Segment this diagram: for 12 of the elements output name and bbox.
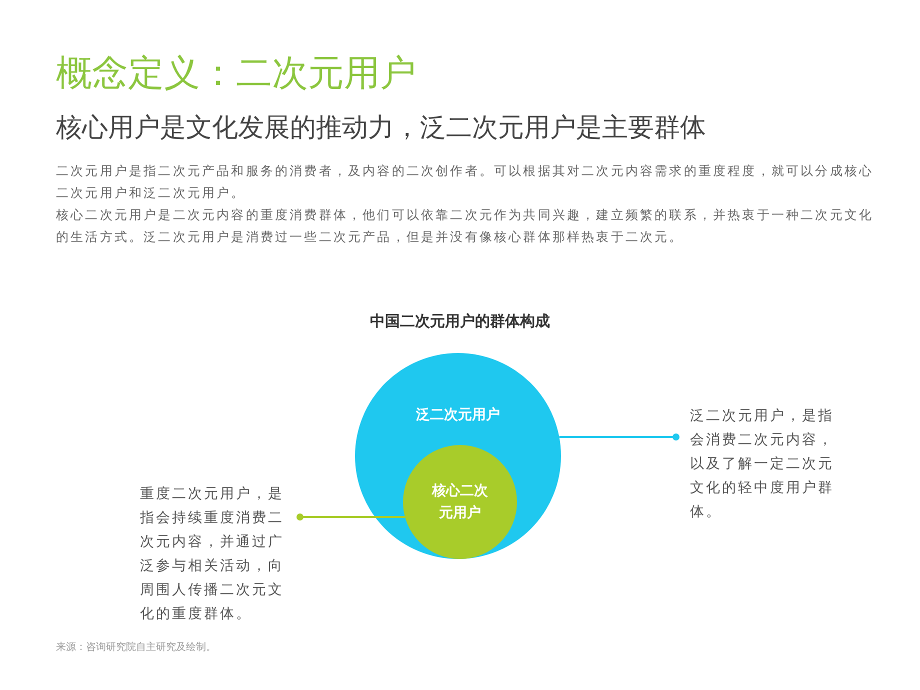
chart-heading: 中国二次元用户的群体构成 — [369, 311, 551, 332]
leader-line — [559, 434, 680, 440]
circle-label: 核心二次元用户 — [430, 482, 489, 523]
description-text: 泛二次元用户，是指会消费二次元内容，以及了解一定二次元文化的轻中度用户群体。 — [676, 404, 844, 524]
source-note: 来源：咨询研究院自主研究及绘制。 — [56, 640, 216, 655]
paragraph: 核心二次元用户是二次元内容的重度消费群体，他们可以依靠二次元作为共同兴趣，建立频繁的联系，并热衷于一种二次元文化的生活方式。泛二次元用户是消费过一些二次元产品，但是并没有像核心群体那样热衷于二次元。 — [56, 206, 874, 246]
leader-line — [296, 514, 405, 520]
paragraph: 二次元用户是指二次元产品和服务的消费者，及内容的二次创作者。可以根据其对二次元内容需求的重度程度，就可以分成核心二次元用户和泛二次元用户。 — [56, 162, 874, 202]
subtitle: 核心用户是文化发展的推动力，泛二次元用户是主要群体 — [56, 112, 706, 145]
description-text: 重度二次元用户，是指会持续重度消费二次元内容，并通过广泛参与相关活动，向周围人传播二次元文化的重度群体。 — [140, 482, 300, 626]
title: 概念定义：二次元用户 — [56, 52, 416, 96]
circle-label: 泛二次元用户 — [415, 406, 501, 425]
